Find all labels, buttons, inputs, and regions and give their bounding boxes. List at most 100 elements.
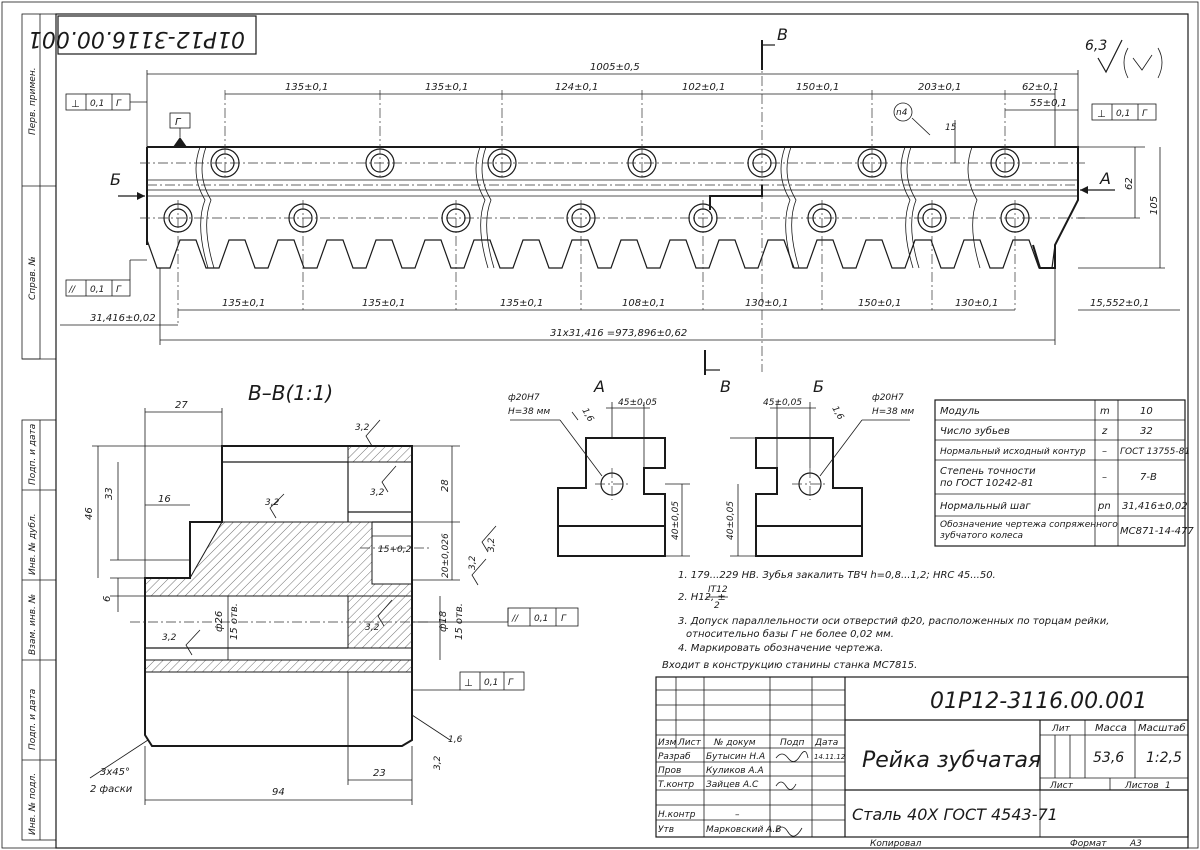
svg-text:Нормальный шаг: Нормальный шаг [940, 501, 1031, 512]
svg-text:Число зубьев: Число зубьев [940, 425, 1010, 437]
svg-text:55±0,1: 55±0,1 [1030, 98, 1067, 109]
tol-frame-top-right: ⊥ 0,1 Г [1091, 103, 1157, 121]
label-section-b-top: В [777, 25, 788, 44]
svg-text:15 отв.: 15 отв. [229, 603, 240, 640]
svg-text:IT12: IT12 [708, 585, 728, 595]
svg-text:Г: Г [561, 614, 567, 624]
svg-text:Бутысин Н.А: Бутысин Н.А [706, 752, 765, 762]
section-view [89, 408, 509, 805]
svg-text://: // [68, 285, 76, 295]
svg-text:135±0,1: 135±0,1 [222, 298, 265, 309]
label-section-b-bottom: В [720, 377, 731, 396]
note-1: 1. 179...229 НВ. Зубья закалить ТВЧ h=0,… [678, 569, 996, 581]
signature-utv [775, 826, 803, 837]
svg-text:Подп: Подп [780, 738, 804, 748]
svg-text:3,2: 3,2 [487, 537, 497, 552]
note-assembly: Входит в конструкцию станины станка МС78… [662, 660, 917, 671]
svg-text:150±0,1: 150±0,1 [858, 298, 901, 309]
svg-text:–: – [1102, 472, 1107, 483]
title-name: Рейка зубчатая [862, 748, 1041, 773]
svg-text:3,2: 3,2 [365, 623, 380, 633]
title-head-mass: Масса [1095, 723, 1127, 734]
svg-text:Т.контр: Т.контр [658, 780, 694, 790]
title-copied: Копировал [870, 839, 922, 849]
tol-frame-top-left: ⊥ 0,1 Г [65, 93, 147, 111]
svg-text:Куликов А.А: Куликов А.А [706, 766, 764, 776]
signature-razrab [775, 751, 809, 762]
svg-text:⊥: ⊥ [71, 99, 80, 110]
svg-text:Г: Г [116, 285, 122, 295]
svg-text:Марковский А.В: Марковский А.В [706, 825, 781, 835]
note-4: 4. Маркировать обозначение чертежа. [678, 642, 883, 654]
svg-text:ф20Н7: ф20Н7 [508, 393, 540, 403]
svg-text:203±0,1: 203±0,1 [918, 82, 961, 93]
svg-text:Н=38 мм: Н=38 мм [508, 407, 550, 417]
svg-text:130±0,1: 130±0,1 [955, 298, 998, 309]
side-label-vzam: Взам. инв. № [28, 594, 38, 655]
side-label-inv-dubl: Инв. № дубл. [28, 513, 38, 575]
svg-text:16: 16 [158, 494, 171, 505]
svg-text:3,2: 3,2 [468, 555, 478, 570]
title-material: Сталь 40Х ГОСТ 4543-71 [852, 805, 1058, 824]
svg-text:15,552±0,1: 15,552±0,1 [1090, 298, 1149, 309]
params-table: Модуль m 10 Число зубьев z 32 Нормальный… [934, 399, 1194, 547]
roughness-mark: 6,3 [1085, 38, 1163, 79]
side-label-podp2: Подп. и дата [28, 689, 38, 750]
svg-text:pn: pn [1097, 501, 1111, 512]
title-block [655, 676, 1189, 838]
roughness-value: 6,3 [1085, 38, 1107, 54]
svg-text:ф18: ф18 [438, 611, 449, 632]
side-label-perv: Перв. примен. [28, 67, 38, 135]
svg-text:102±0,1: 102±0,1 [682, 82, 725, 93]
svg-text:Г: Г [1142, 109, 1148, 119]
side-labels: Перв. примен. Справ. № Подп. и дата Инв.… [28, 67, 38, 835]
svg-text:0,1: 0,1 [90, 285, 104, 295]
svg-text:40±0,05: 40±0,05 [671, 501, 681, 540]
svg-text:МС871-14-477: МС871-14-477 [1120, 526, 1194, 537]
svg-text:150±0,1: 150±0,1 [796, 82, 839, 93]
title-format: Формат [1070, 839, 1107, 849]
svg-text:2 фаски: 2 фаски [90, 784, 133, 795]
svg-text:Н=38 мм: Н=38 мм [872, 407, 914, 417]
svg-text:46: 46 [84, 507, 95, 520]
svg-text:94: 94 [272, 787, 285, 798]
svg-text:z: z [1101, 426, 1108, 437]
svg-text:Разраб: Разраб [658, 752, 691, 762]
svg-text:Изм: Изм [658, 738, 677, 748]
side-label-podp1: Подп. и дата [28, 424, 38, 485]
svg-text:6: 6 [102, 596, 113, 602]
svg-text:20±0,026: 20±0,026 [441, 533, 451, 578]
svg-text:ф20Н7: ф20Н7 [872, 393, 904, 403]
svg-text:105: 105 [1149, 196, 1160, 215]
side-label-sprav: Справ. № [28, 256, 38, 300]
svg-text:–: – [735, 810, 740, 820]
svg-text:108±0,1: 108±0,1 [622, 298, 665, 309]
svg-text:0,1: 0,1 [484, 678, 498, 688]
svg-text:Н.контр: Н.контр [658, 810, 696, 820]
svg-text:3,2: 3,2 [162, 633, 177, 643]
rack-main-view [118, 40, 1115, 375]
label-view-b-arrow: Б [110, 170, 121, 189]
rack-teeth [146, 239, 1056, 269]
svg-text:15+0,2: 15+0,2 [378, 545, 412, 555]
svg-text:32: 32 [1140, 426, 1153, 437]
svg-text:0,1: 0,1 [1116, 109, 1130, 119]
svg-text:31х31,416 =973,896±0,62: 31х31,416 =973,896±0,62 [550, 328, 687, 339]
svg-text:Нормальный исходный контур: Нормальный исходный контур [940, 447, 1086, 457]
svg-text:№ докум: № докум [713, 738, 756, 748]
svg-text:124±0,1: 124±0,1 [555, 82, 598, 93]
svg-text:28: 28 [440, 479, 451, 492]
view-b-label: Б [813, 377, 824, 396]
svg-text:31,416±0,02: 31,416±0,02 [90, 313, 156, 324]
svg-text:Лист: Лист [677, 738, 702, 748]
top-dimensions: 1005±0,5 135±0,1 135±0,1 124±0,1 102±0,1… [146, 62, 1165, 269]
svg-text:15: 15 [945, 123, 957, 133]
svg-text:3,2: 3,2 [433, 755, 443, 770]
side-label-inv-podl: Инв. № подл. [28, 773, 38, 835]
section-title: В–В(1:1) [248, 381, 333, 405]
svg-text:31,416±0,02: 31,416±0,02 [1122, 501, 1188, 512]
datum-label-top: Г [175, 117, 182, 128]
svg-text:3,2: 3,2 [355, 423, 370, 433]
